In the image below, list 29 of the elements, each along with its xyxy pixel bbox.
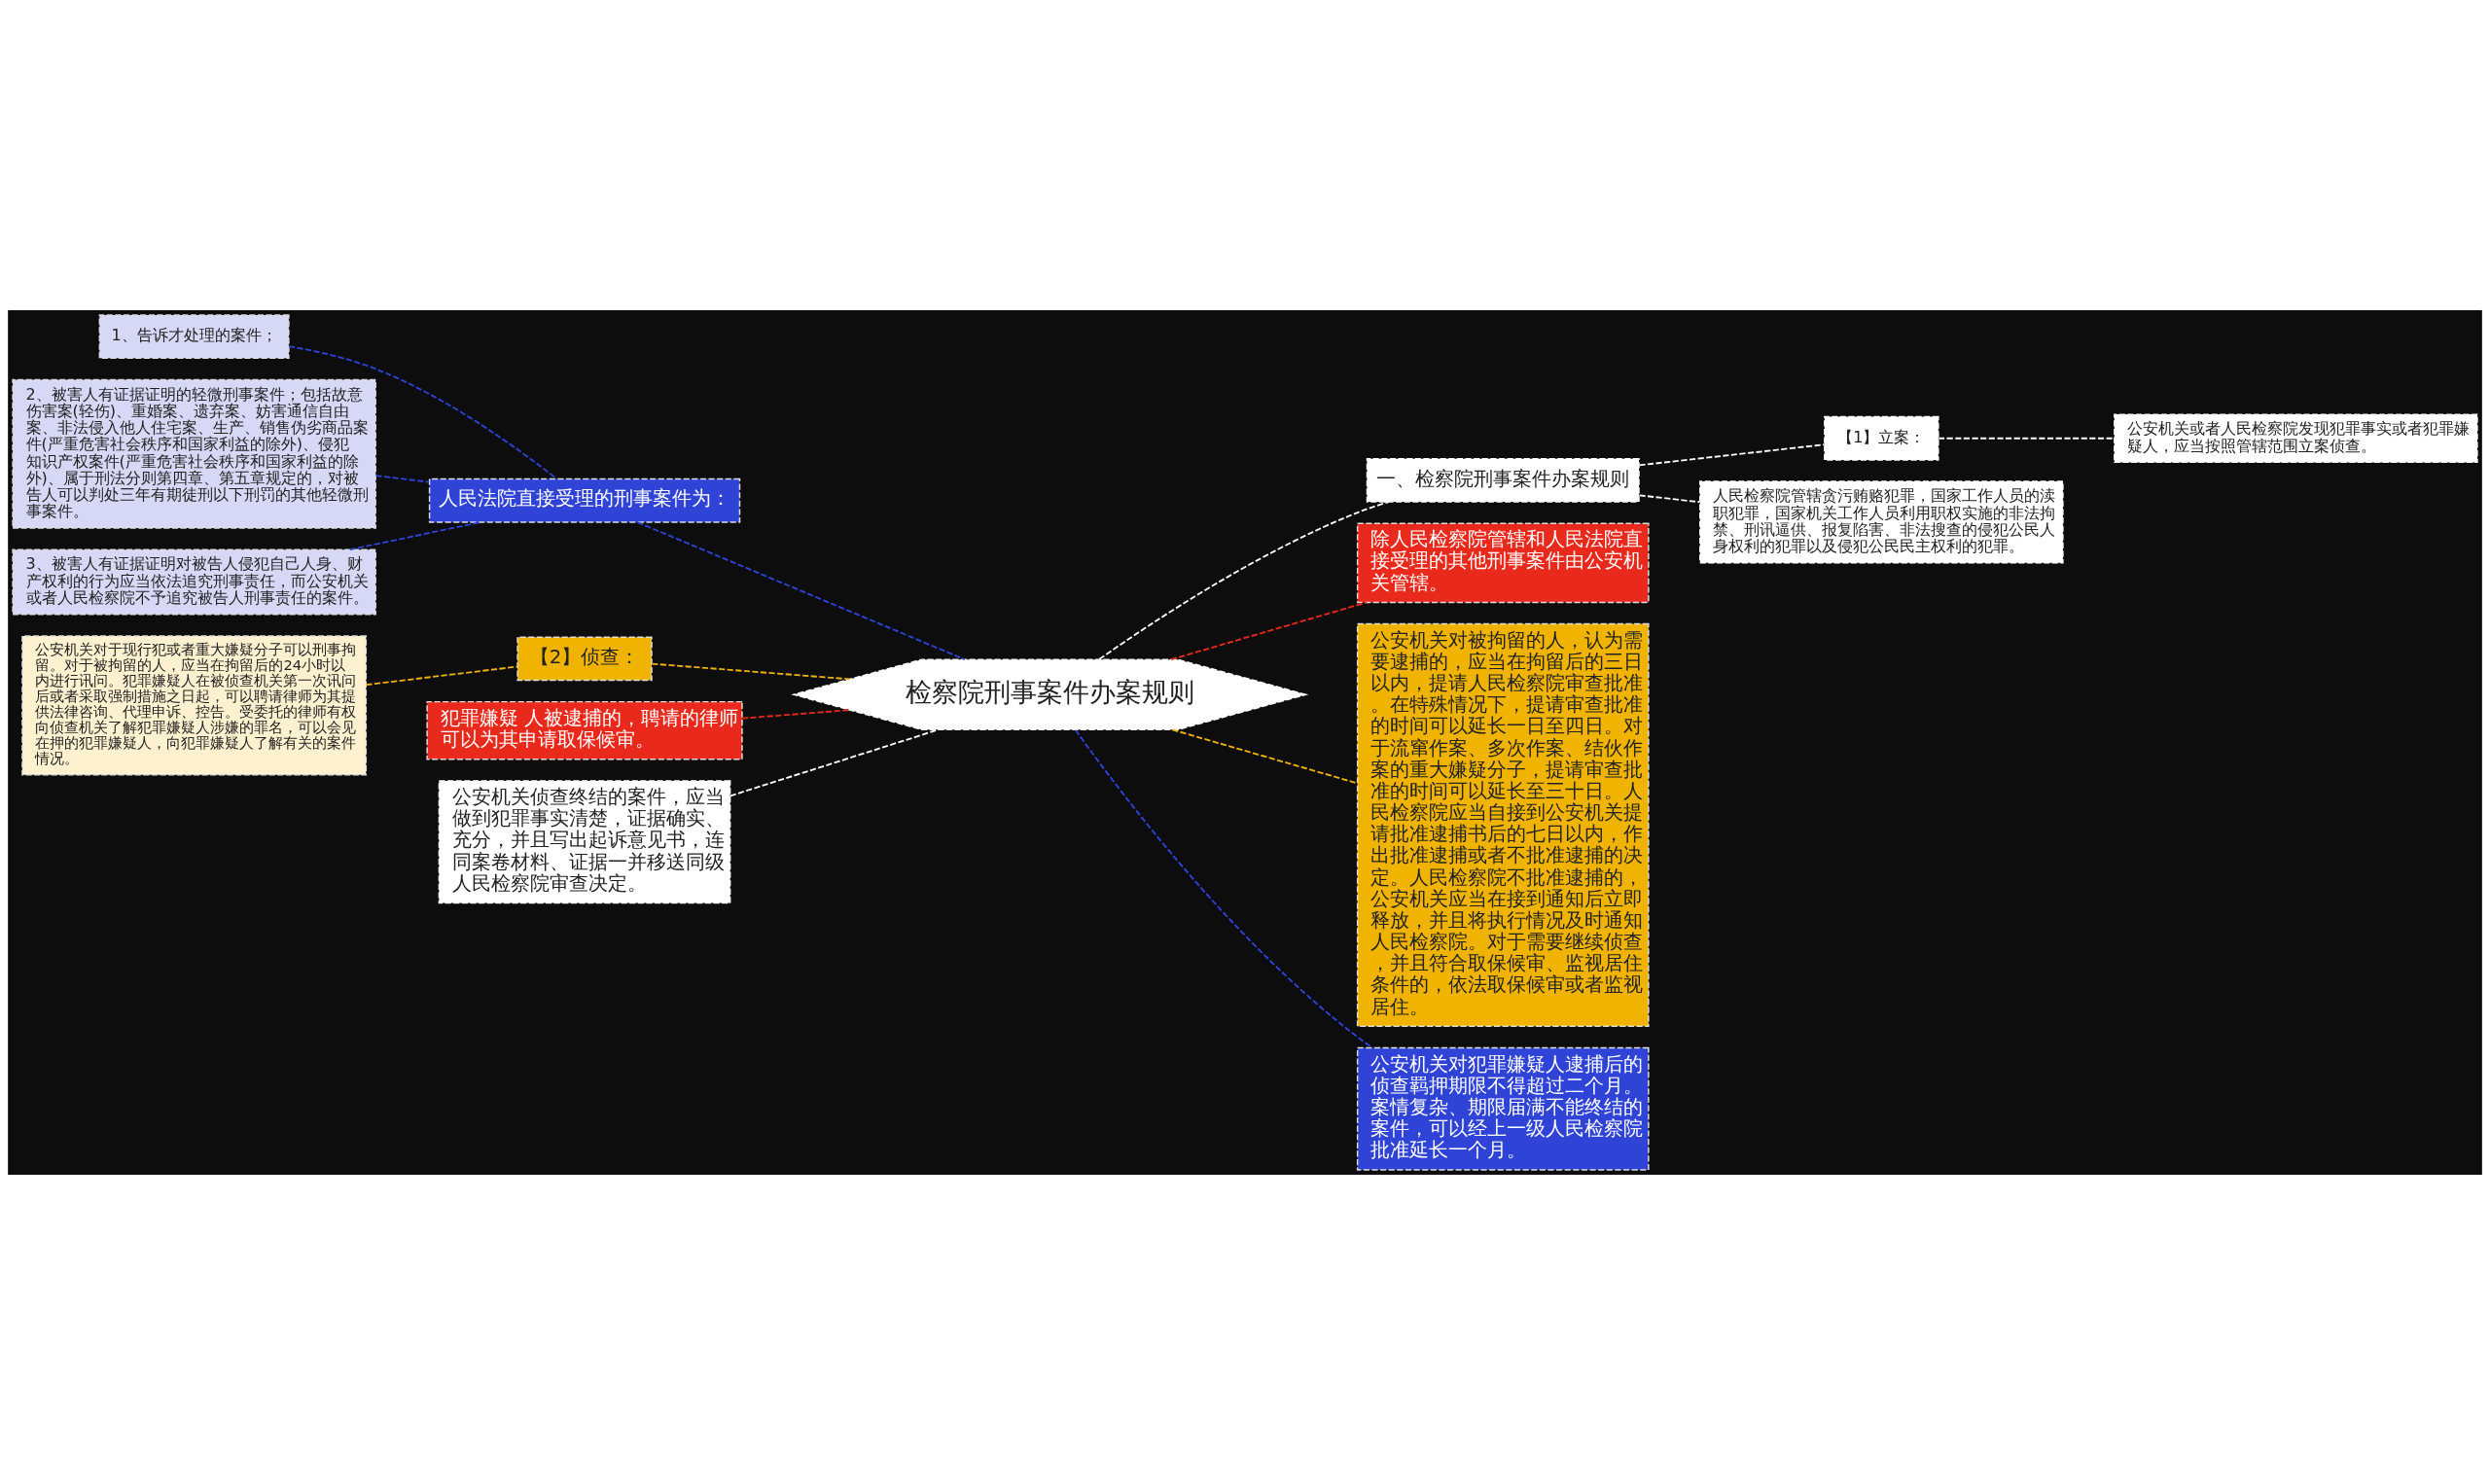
node-box: 公安机关侦查终结的案件，应当做到犯罪事实清楚，证据确实、充分，并且写出起诉意见书，连同案卷材料、证据一并移送同级人民检察院审查决定。	[438, 779, 731, 903]
node-box: 公安机关对被拘留的人，认为需要逮捕的，应当在拘留后的三日以内，提请人民检察院审查批准。在特殊情况下，提请审查批准的时间可以延长一日至四日。对于流窜作案、多次作案、结伙作案的重大嫌疑分子，提请审查批准的时间可以延长至三十日。人民检察院应当自接到公安机关提请批准逮捕书后的七日以内，作出批准逮捕或者不批准逮捕的决定。人民检察院不批准逮捕的，公安机关应当在接到通知后立即释放，并且将执行情况及时通知人民检察院。对于需要继续侦查，并且符合取保候审、监视居住条件的，依法取保候审或者监视居住。	[1356, 622, 1650, 1027]
connector	[1171, 727, 1359, 784]
node-box: 除人民检察院管辖和人民法院直接受理的其他刑事案件由公安机关管辖。	[1356, 521, 1650, 603]
node-box: 犯罪嫌疑 人被逮捕的，聘请的律师可以为其申请取保候审。	[426, 700, 743, 760]
node-box: 公安机关或者人民检察院发现犯罪事实或者犯罪嫌疑人，应当按照管辖范围立案侦查。	[2114, 412, 2478, 463]
connector	[288, 344, 558, 479]
connector	[1074, 728, 1373, 1048]
node-box: 3、被害人有证据证明对被告人侵犯自己人身、财产权利的行为应当依法追究刑事责任，而公安机关或者人民检察院不予追究被告人刑事责任的案件。	[12, 548, 376, 615]
connector	[729, 727, 940, 796]
node-box: 一、检察院刑事案件办案规则	[1366, 457, 1640, 503]
connector	[365, 665, 518, 686]
node-box: 2、被害人有证据证明的轻微刑事案件；包括故意伤害案(轻伤)、重婚案、遗弃案、妨害通信自由案、非法侵入他人住宅案、生产、销售伪劣商品案件(严重危害社会秩序和国家利益的除外)、侵犯知识产权案件(严重危害社会秩序和国家利益的除外)、属于刑法分则第四章、第五章规定的，对被告人可以判处三年有期徒刑以下刑罚的其他轻微刑事案件。	[12, 378, 376, 529]
node-box: 人民法院直接受理的刑事案件为：	[428, 477, 741, 523]
connector	[1938, 437, 2116, 440]
connector	[374, 474, 431, 483]
node-box: 【1】立案：	[1824, 415, 1939, 461]
connector	[741, 708, 851, 720]
connector	[1170, 601, 1368, 660]
node-box: 公安机关对于现行犯或者重大嫌疑分子可以刑事拘留。对于被拘留的人，应当在拘留后的24小时以内进行讯问。犯罪嫌疑人在被侦查机关第一次讯问后或者采取强制措施之日起，可以聘请律师为其提供法律咨询、代理申诉、控告。受委托的律师有权向侦查机关了解犯罪嫌疑人涉嫌的罪名，可以会见在押的犯罪嫌疑人，向犯罪嫌疑人了解有关的案件情况。	[21, 634, 368, 775]
node-box: 【2】侦查：	[516, 635, 653, 681]
connector	[651, 662, 851, 680]
connector	[1098, 500, 1390, 660]
connector	[1638, 442, 1826, 466]
node-box: 1、告诉才处理的案件；	[98, 313, 290, 359]
node-box: 公安机关对犯罪嫌疑人逮捕后的侦查羁押期限不得超过二个月。案情复杂、期限届满不能终结的案件，可以经上一级人民检察院批准延长一个月。	[1356, 1046, 1650, 1171]
connector	[636, 520, 966, 660]
connector	[1638, 493, 1701, 503]
node-box: 人民检察院管辖贪污贿赂犯罪，国家工作人员的渎职犯罪，国家机关工作人员利用职权实施的非法拘禁、刑讯逼供、报复陷害、非法搜查的侵犯公民人身权利的犯罪以及侵犯公民民主权利的犯罪。	[1699, 479, 2064, 564]
